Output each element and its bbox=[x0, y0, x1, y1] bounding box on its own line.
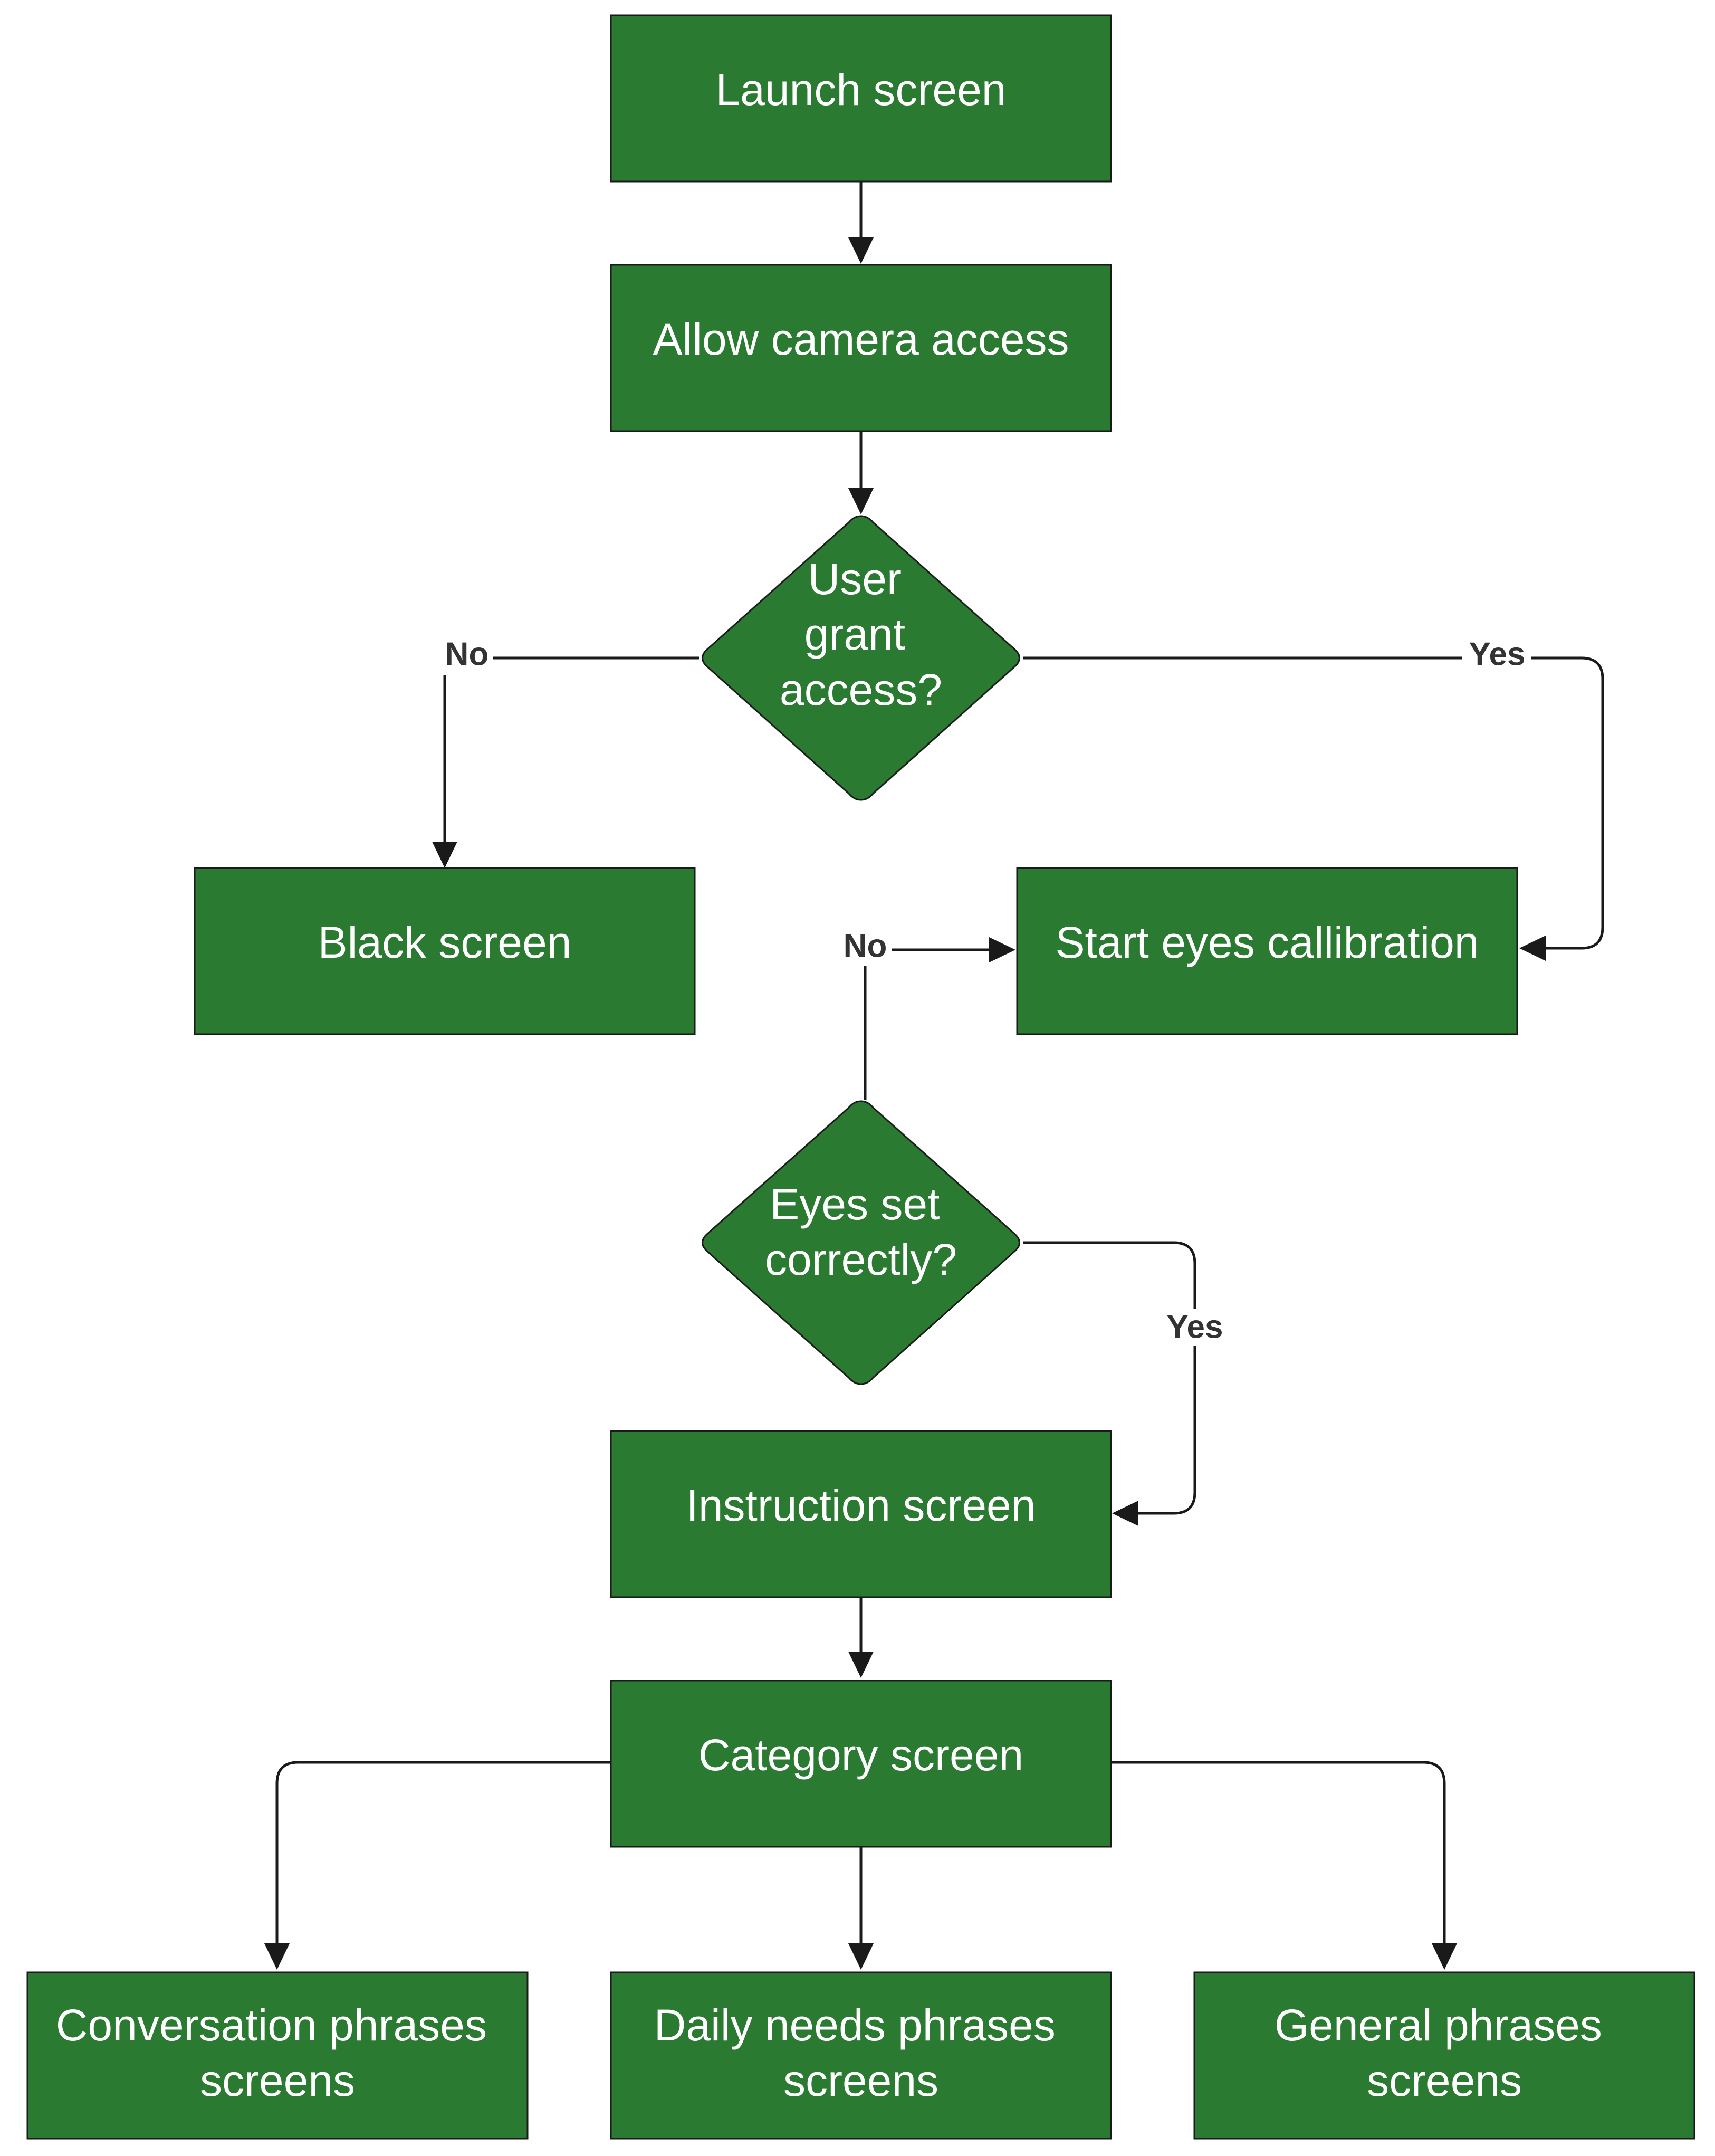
node-eyes-set-correctly: Eyes set correctly? bbox=[702, 1100, 1020, 1385]
node-label: Category screen bbox=[698, 1730, 1023, 1780]
node-category-screen: Category screen bbox=[610, 1680, 1112, 1848]
node-label-line: grant bbox=[804, 609, 905, 659]
node-label-line: screens bbox=[783, 2056, 938, 2105]
node-instruction-screen: Instruction screen bbox=[610, 1430, 1112, 1598]
node-general-phrases-screens: General phrases screens bbox=[1193, 1971, 1695, 2140]
node-label-line: Category screen bbox=[698, 1730, 1023, 1780]
node-user-grant-access: User grant access? bbox=[702, 515, 1020, 801]
node-label-line: screens bbox=[1367, 2056, 1522, 2105]
node-label: Black screen bbox=[318, 918, 572, 967]
edge-eyes-no bbox=[864, 948, 992, 1100]
node-label-line: Conversation phrases bbox=[56, 2000, 487, 2050]
arrow-instr-to-cat bbox=[848, 1652, 874, 1678]
edge-grant-yes bbox=[1023, 656, 1604, 950]
node-label-line: User bbox=[808, 554, 902, 604]
node-label: Daily needs phrases screens bbox=[654, 2000, 1068, 2105]
node-label-line: Daily needs phrases bbox=[654, 2000, 1056, 2050]
arrow-grant-yes bbox=[1519, 936, 1546, 961]
arrow-eyes-yes bbox=[1112, 1501, 1138, 1526]
arrow-grant-no bbox=[432, 842, 457, 868]
arrow-eyes-no bbox=[989, 937, 1015, 962]
edge-eyes-yes bbox=[1023, 1241, 1196, 1515]
node-start-eyes-callibration: Start eyes callibration bbox=[1016, 867, 1518, 1035]
edge-cat-to-conv bbox=[275, 1761, 611, 1946]
node-launch-screen: Launch screen bbox=[610, 14, 1112, 183]
node-label-line: Allow camera access bbox=[653, 314, 1069, 364]
arrow-cat-to-conv bbox=[264, 1943, 290, 1970]
nodes: Launch screen Allow camera access User g… bbox=[26, 14, 1695, 2140]
node-label-line: Launch screen bbox=[715, 65, 1006, 115]
edge-label-eyes-yes: Yes bbox=[1167, 1309, 1223, 1346]
arrow-camera-to-grant bbox=[848, 488, 874, 514]
node-label-line: Start eyes callibration bbox=[1055, 918, 1479, 967]
node-label-line: Instruction screen bbox=[686, 1481, 1036, 1530]
node-label-line: screens bbox=[200, 2056, 355, 2105]
node-label-line: Black screen bbox=[318, 918, 572, 967]
edge-cat-to-general bbox=[1112, 1761, 1446, 1946]
node-label-line: General phrases bbox=[1275, 2000, 1602, 2050]
node-conversation-phrases-screens: Conversation phrases screens bbox=[26, 1971, 529, 2140]
edge-label-grant-yes: Yes bbox=[1469, 636, 1526, 673]
arrow-cat-to-general bbox=[1432, 1943, 1457, 1970]
arrow-launch-to-camera bbox=[848, 237, 874, 264]
arrow-cat-to-daily bbox=[848, 1943, 874, 1970]
node-label: Launch screen bbox=[715, 65, 1006, 115]
edge-label-grant-no: No bbox=[445, 636, 489, 673]
edge-labels: No Yes No Yes bbox=[440, 636, 1531, 1346]
node-label: Instruction screen bbox=[686, 1481, 1036, 1530]
node-label: Start eyes callibration bbox=[1055, 918, 1479, 967]
node-allow-camera-access: Allow camera access bbox=[610, 264, 1112, 432]
node-label-line: Eyes set bbox=[770, 1179, 940, 1229]
edge-grant-no bbox=[443, 656, 699, 844]
node-label: Conversation phrases screens bbox=[56, 2000, 499, 2105]
node-black-screen: Black screen bbox=[194, 867, 696, 1035]
node-label: Eyes set correctly? bbox=[765, 1179, 957, 1284]
edge-label-eyes-no: No bbox=[844, 928, 887, 965]
node-daily-needs-phrases-screens: Daily needs phrases screens bbox=[610, 1971, 1112, 2140]
node-label: User grant access? bbox=[780, 554, 942, 714]
node-label: General phrases screens bbox=[1275, 2000, 1614, 2105]
node-label: Allow camera access bbox=[653, 314, 1069, 364]
node-label-line: correctly? bbox=[765, 1235, 957, 1284]
node-label-line: access? bbox=[780, 665, 942, 714]
